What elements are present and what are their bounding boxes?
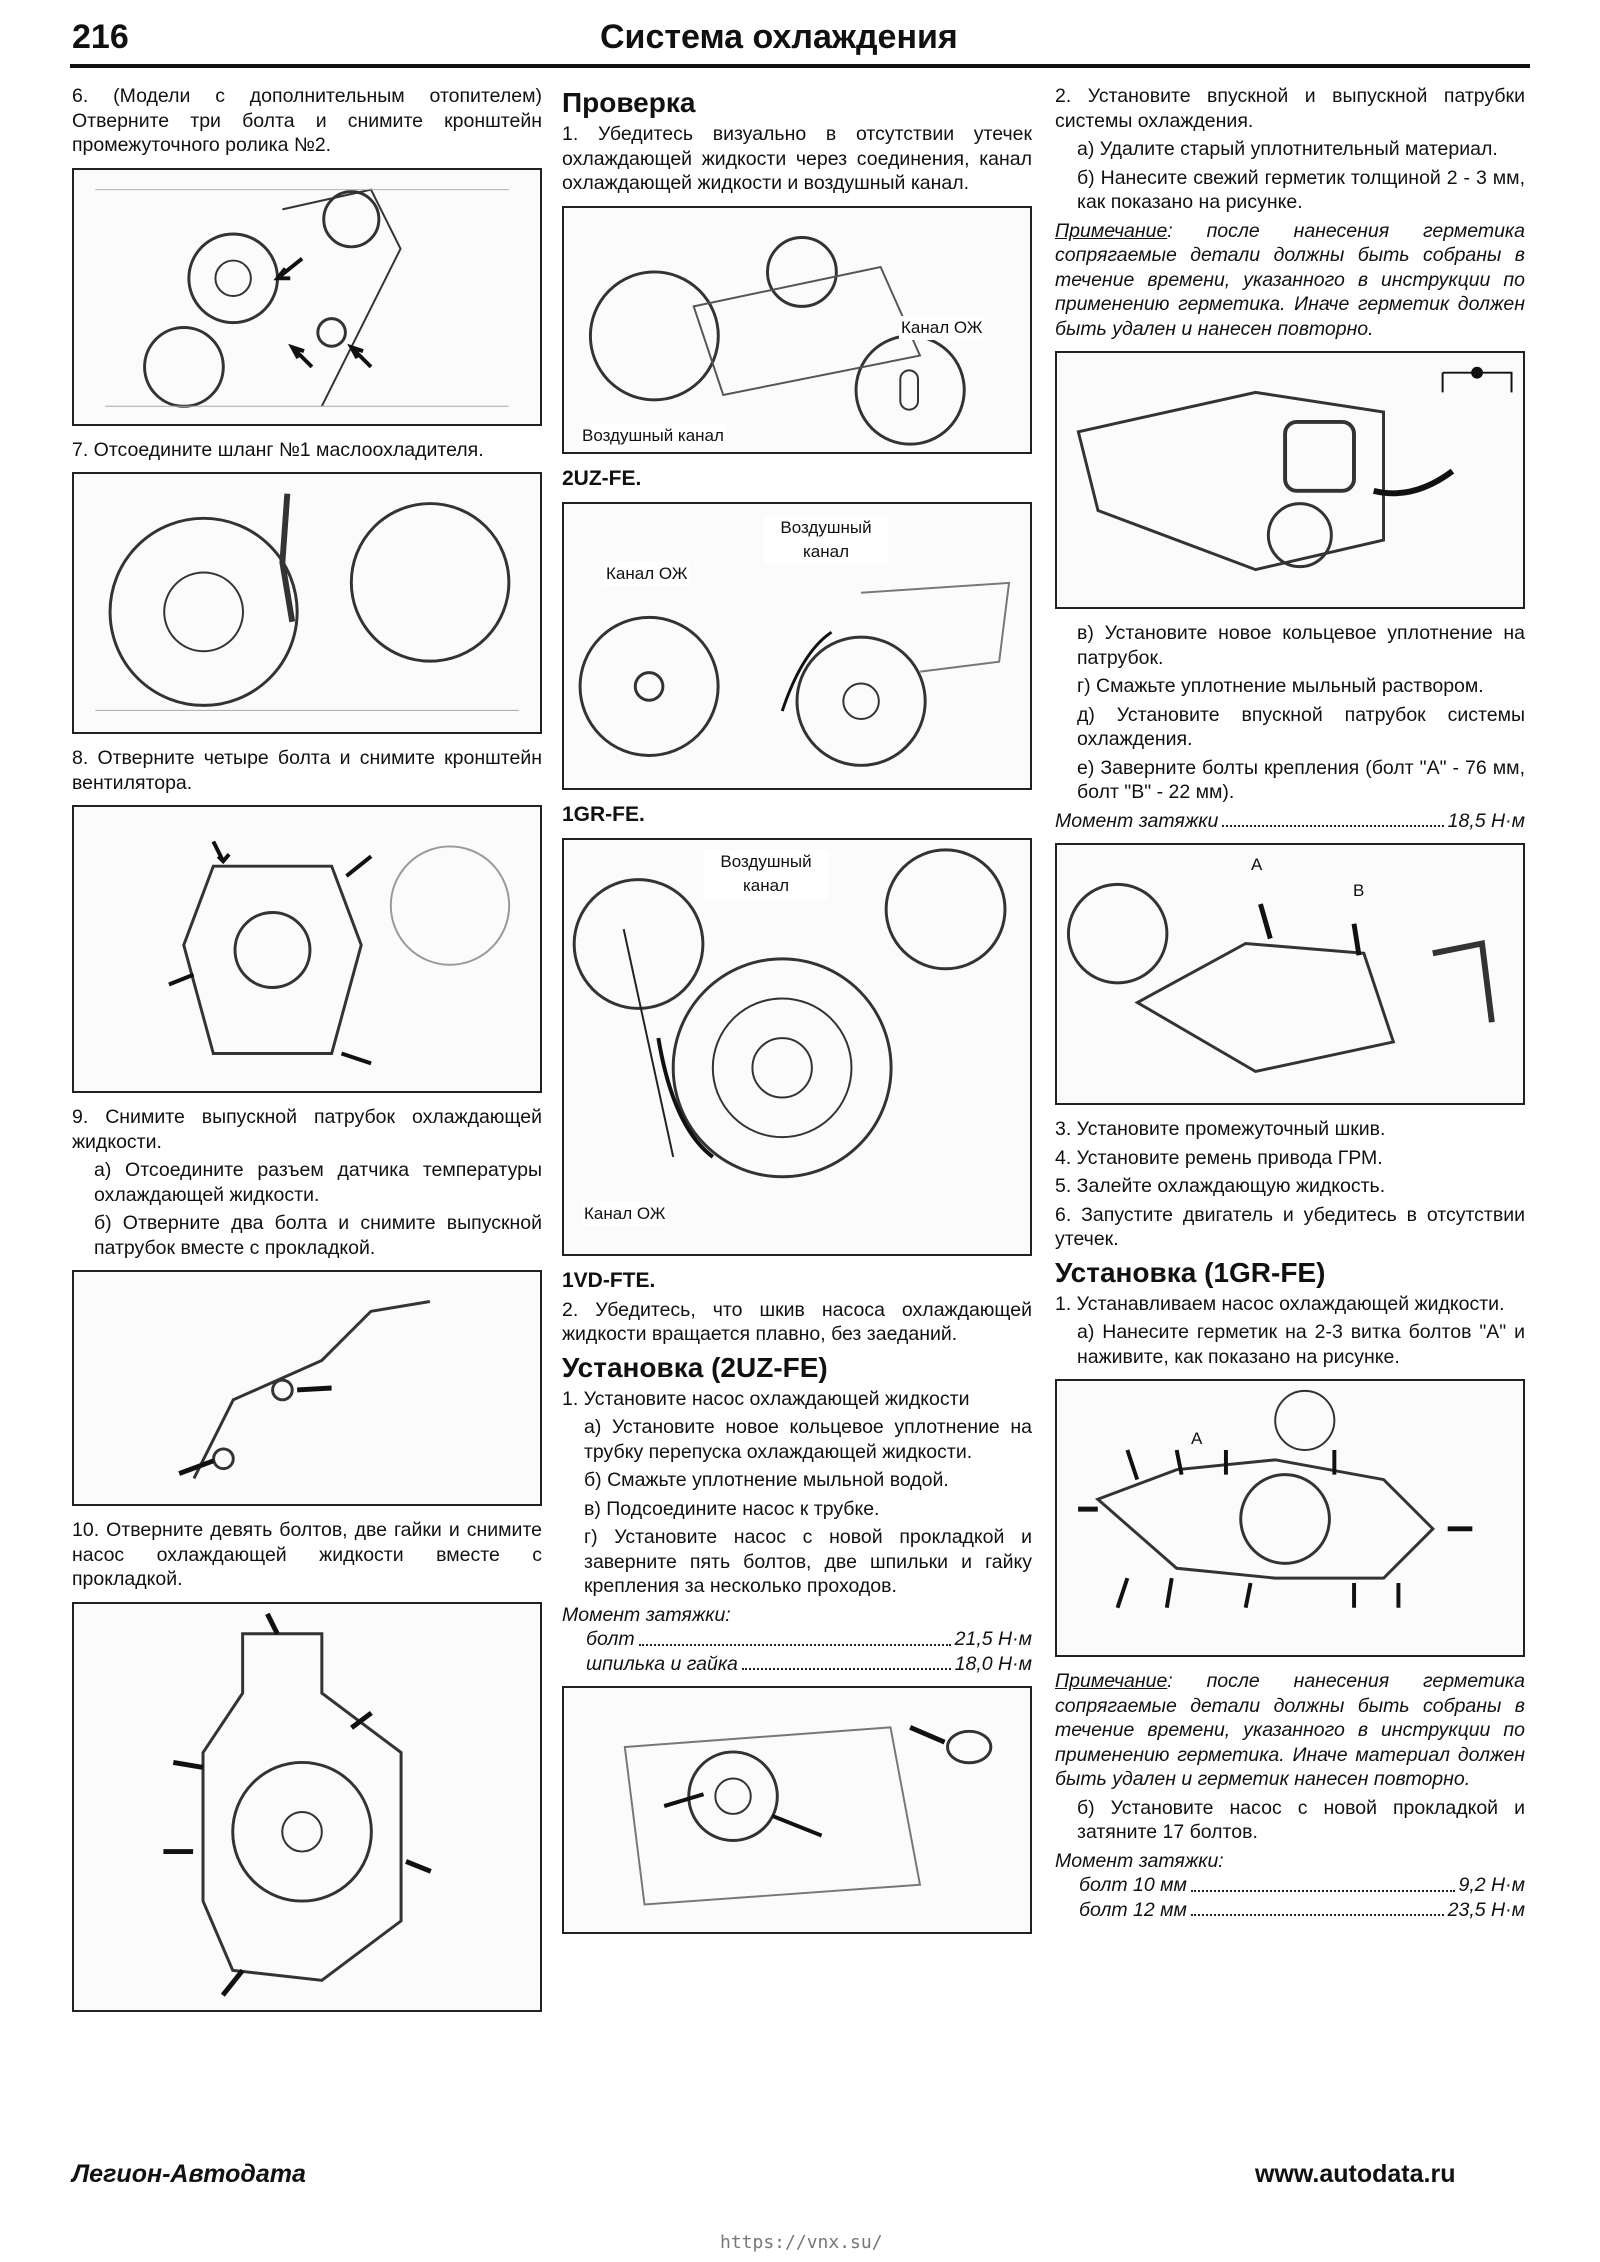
label-coolant-channel-2: Канал ОЖ bbox=[604, 561, 690, 586]
install-1gr-1b: б) Установите насос с новой прокладкой и… bbox=[1077, 1796, 1525, 1844]
install-1c: в) Подсоедините насос к трубке. bbox=[584, 1497, 880, 1520]
step-9: 9. Снимите выпускной патрубок охлаждающе… bbox=[72, 1106, 542, 1153]
heading-install-2uz: Установка (2UZ-FE) bbox=[562, 1351, 828, 1383]
page-number: 216 bbox=[72, 18, 129, 56]
figure-bolts-ab: A B bbox=[1055, 843, 1525, 1105]
step-7: 7. Отсоедините шланг №1 маслоохладителя. bbox=[72, 438, 484, 461]
check-1: 1. Убедитесь визуально в отсутствии утеч… bbox=[562, 123, 1032, 194]
step-2g: г) Смажьте уплотнение мыльный раствором. bbox=[1077, 675, 1484, 697]
column-left: 6. (Модели с дополнительным отопителем) … bbox=[72, 84, 542, 2024]
step-3: 3. Установите промежуточный шкив. bbox=[1055, 1118, 1386, 1140]
install-1a: а) Установите новое кольцевое уплотнение… bbox=[584, 1416, 1032, 1463]
step-9b: б) Отверните два болта и снимите выпускн… bbox=[94, 1212, 542, 1259]
figure-2uz-install bbox=[562, 1686, 1032, 1934]
install-1b: б) Смажьте уплотнение мыльной водой. bbox=[584, 1469, 949, 1491]
heading-check: Проверка bbox=[562, 87, 696, 118]
footer-website: www.autodata.ru bbox=[1255, 2160, 1456, 2188]
pump-install-drawing bbox=[623, 1725, 993, 1906]
step-2v: в) Установите новое кольцевое уплотнение… bbox=[1077, 622, 1525, 669]
engine-drawing-2 bbox=[95, 493, 519, 711]
label-bolt-a-1gr: A bbox=[1191, 1429, 1203, 1448]
label-coolant-channel-3: Канал ОЖ bbox=[582, 1201, 668, 1226]
step-6-final: 6. Запустите двигатель и убедитесь в отс… bbox=[1055, 1203, 1525, 1251]
label-coolant-channel: Канал ОЖ bbox=[899, 315, 985, 340]
check-2: 2. Убедитесь, что шкив насоса охлаждающе… bbox=[562, 1298, 1032, 1346]
figure-idler-bracket bbox=[72, 167, 542, 426]
figure-1gr: Воздушный канал Канал ОЖ bbox=[562, 501, 1032, 790]
torque-title-1gr: Момент затяжки: bbox=[1055, 1849, 1224, 1872]
figure-oil-cooler-hose bbox=[72, 472, 542, 734]
figure-outlet-pipe bbox=[72, 1270, 542, 1506]
note-sealant-2: Примечание: после нанесения герметика со… bbox=[1055, 1670, 1525, 1790]
step-2-install: 2. Установите впускной и выпускной патру… bbox=[1055, 85, 1525, 132]
pump-check-drawing-3 bbox=[572, 847, 1007, 1178]
figure-water-pump bbox=[72, 1601, 542, 2012]
step-9a: а) Отсоедините разъем датчика температур… bbox=[94, 1159, 542, 1206]
pump-drawing bbox=[163, 1612, 432, 1997]
install-1gr-1a: а) Нанесите герметик на 2-3 витка болтов… bbox=[1077, 1321, 1525, 1368]
label-bolt-a: A bbox=[1251, 855, 1263, 874]
label-air-channel-2: Воздушный канал bbox=[764, 515, 888, 565]
engine-drawing-4 bbox=[178, 1300, 431, 1480]
footer-publisher: Легион-Автодата bbox=[72, 2160, 306, 2188]
heading-install-1gr: Установка (1GR-FE) bbox=[1055, 1256, 1326, 1288]
watermark-url: https://vnx.su/ bbox=[720, 2232, 883, 2253]
install-1d: г) Установите насос с новой прокладкой и… bbox=[584, 1526, 1032, 1597]
caption-2uz: 2UZ-FE. bbox=[562, 466, 642, 490]
figure-fan-bracket bbox=[72, 805, 542, 1093]
step-2d: д) Установите впускной патрубок системы … bbox=[1077, 703, 1525, 751]
note-sealant-1: Примечание: после нанесения герметика со… bbox=[1055, 219, 1525, 340]
torque-title: Момент затяжки: bbox=[562, 1603, 731, 1626]
page-title: Система охлаждения bbox=[600, 18, 958, 56]
column-middle: Проверка 1. Убедитесь визуально в отсутс… bbox=[562, 84, 1032, 1946]
figure-sealant bbox=[1055, 351, 1525, 609]
engine-drawing-1 bbox=[95, 188, 509, 408]
figure-1vd: Воздушный канал Канал ОЖ bbox=[562, 837, 1032, 1256]
pump-17-bolts-drawing bbox=[1078, 1389, 1473, 1609]
install-1: 1. Установите насос охлаждающей жидкости bbox=[562, 1387, 970, 1410]
step-8: 8. Отверните четыре болта и снимите крон… bbox=[72, 747, 542, 794]
column-right: 2. Установите впускной и выпускной патру… bbox=[1055, 84, 1525, 1922]
step-4: 4. Установите ремень привода ГРМ. bbox=[1055, 1146, 1383, 1169]
header-rule bbox=[70, 64, 1530, 68]
inlet-pipe-drawing bbox=[1076, 366, 1513, 572]
label-air-channel: Воздушный канал bbox=[580, 423, 726, 448]
step-2b: б) Нанесите свежий герметик толщиной 2 -… bbox=[1077, 166, 1525, 214]
step-6: 6. (Модели с дополнительным отопителем) … bbox=[72, 85, 542, 156]
step-2e: е) Заверните болты крепления (болт "А" -… bbox=[1077, 756, 1525, 804]
caption-1gr: 1GR-FE. bbox=[562, 802, 645, 826]
figure-1gr-install: A bbox=[1055, 1379, 1525, 1657]
inlet-bolts-drawing bbox=[1066, 882, 1495, 1074]
pump-check-drawing-2 bbox=[578, 581, 1011, 767]
step-10: 10. Отверните девять болтов, две гайки и… bbox=[72, 1519, 542, 1590]
install-1gr-1: 1. Устанавливаем насос охлаждающей жидко… bbox=[1055, 1292, 1505, 1315]
label-bolt-b: B bbox=[1353, 881, 1365, 900]
engine-drawing-3 bbox=[168, 840, 511, 1066]
figure-2uz: Канал ОЖ Воздушный канал bbox=[562, 205, 1032, 454]
step-5: 5. Залейте охлаждающую жидкость. bbox=[1055, 1175, 1386, 1197]
caption-1vd: 1VD-FTE. bbox=[562, 1268, 656, 1292]
label-air-channel-3: Воздушный канал bbox=[704, 849, 828, 899]
step-2a: а) Удалите старый уплотнительный материа… bbox=[1077, 138, 1498, 160]
